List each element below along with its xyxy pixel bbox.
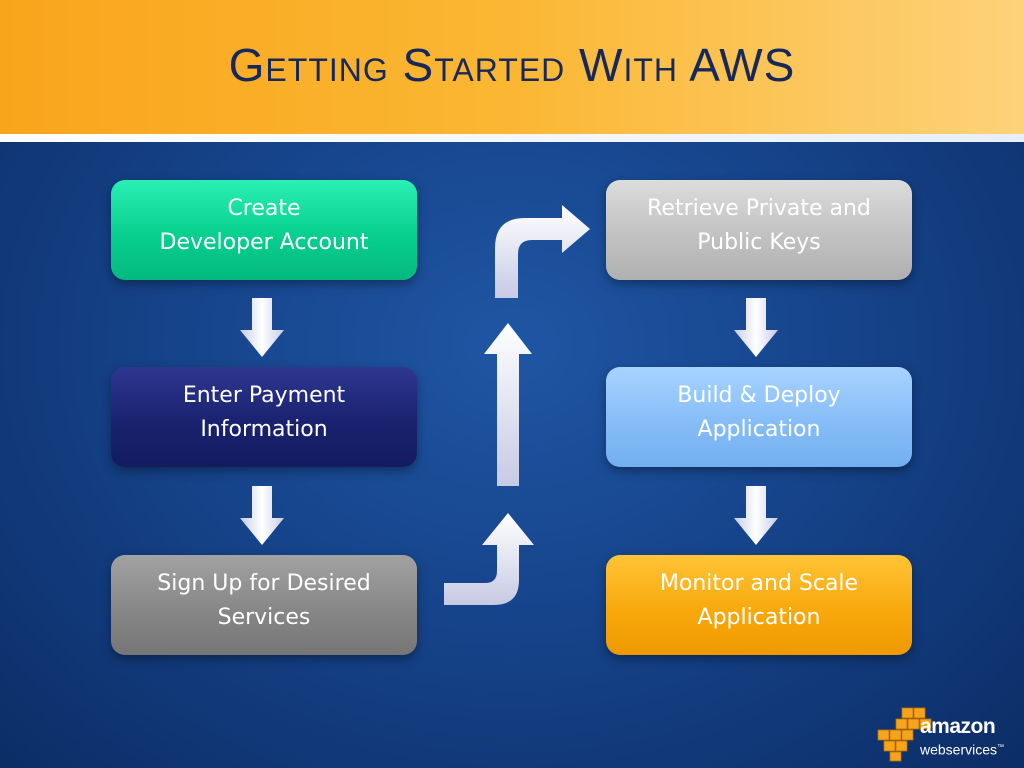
step-line-2: Developer Account	[159, 230, 369, 255]
logo-trademark: ™	[997, 744, 1005, 751]
down-arrow-2-icon	[240, 486, 284, 545]
step-line-2: Information	[200, 417, 328, 442]
step-line-1: Sign Up for Desired	[157, 571, 371, 596]
step-line-1: Retrieve Private and	[647, 196, 871, 221]
curved-up-arrow-icon	[444, 513, 534, 605]
logo-subtitle-text: webservices	[920, 741, 998, 758]
step-retrieve-keys: Retrieve Private and Public Keys	[606, 180, 912, 280]
up-arrow-icon	[484, 323, 532, 486]
step-line-1: Monitor and Scale	[659, 571, 859, 596]
step-create-developer-account: Create Developer Account	[111, 180, 417, 280]
down-arrow-4-icon	[734, 486, 778, 545]
aws-cubes-logo-icon	[877, 707, 932, 762]
step-build-deploy-application: Build & Deploy Application	[606, 367, 912, 467]
step-line-2: Services	[217, 605, 311, 630]
step-line-1: Enter Payment	[182, 383, 346, 408]
step-line-2: Public Keys	[697, 230, 821, 255]
logo-wordmark: amazon	[920, 715, 996, 738]
header-divider	[0, 134, 1024, 142]
step-enter-payment-information: Enter Payment Information	[111, 367, 417, 467]
curved-right-arrow-icon	[495, 205, 590, 298]
step-line-1: Create	[227, 196, 301, 221]
step-line-2: Application	[697, 417, 821, 442]
header-banner	[0, 0, 1024, 134]
step-line-2: Application	[697, 605, 821, 630]
down-arrow-3-icon	[734, 298, 778, 357]
slide-title: Getting Started With AWS	[228, 39, 796, 91]
step-monitor-scale-application: Monitor and Scale Application	[606, 555, 912, 655]
logo-subtitle: webservices™	[920, 740, 1004, 758]
down-arrow-1-icon	[240, 298, 284, 357]
step-line-1: Build & Deploy	[677, 383, 841, 408]
step-sign-up-services: Sign Up for Desired Services	[111, 555, 417, 655]
